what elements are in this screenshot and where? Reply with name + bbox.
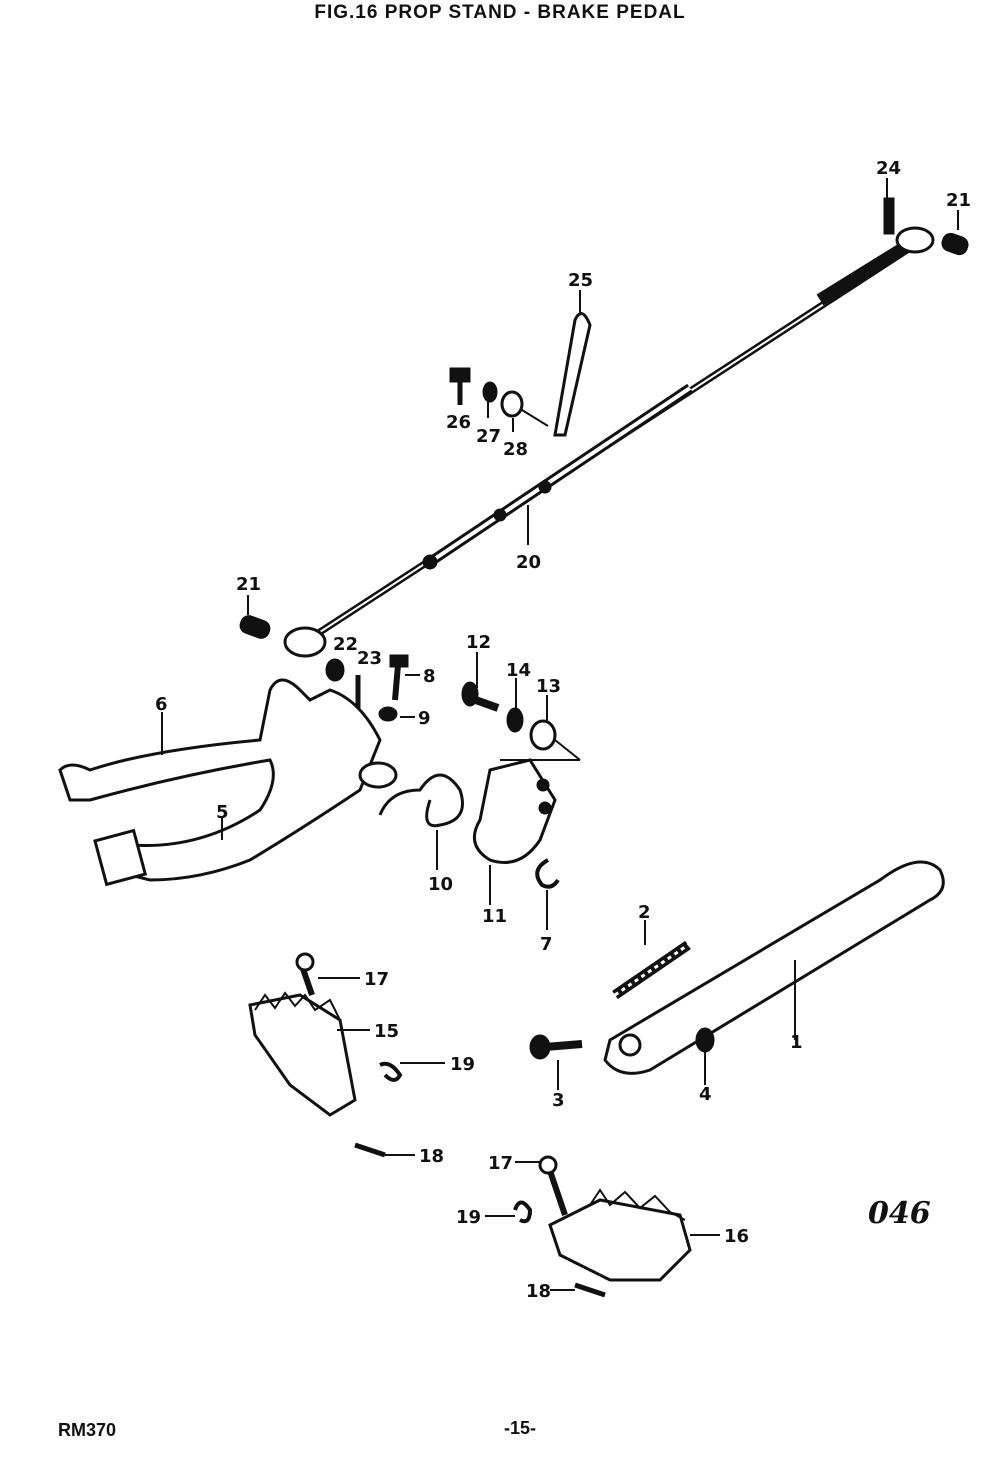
e-clip — [535, 858, 560, 889]
part-number-23: 23 — [357, 648, 382, 669]
part-number-10: 10 — [428, 874, 453, 895]
part-number-4: 4 — [699, 1084, 712, 1105]
leader-lines — [161, 178, 959, 1291]
cable-clip — [553, 312, 592, 437]
part-number-27: 27 — [476, 426, 501, 447]
footrest-right — [513, 1155, 692, 1298]
part-number-17-upper: 17 — [364, 969, 389, 990]
pivot-hardware — [461, 681, 557, 751]
part-number-24: 24 — [876, 158, 901, 179]
part-number-17-lower: 17 — [488, 1153, 513, 1174]
page-number: -15- — [503, 1418, 536, 1438]
part-number-26: 26 — [446, 412, 471, 433]
part-number-18-lower: 18 — [526, 1281, 551, 1302]
footrest-left — [248, 952, 403, 1158]
part-number-20: 20 — [516, 552, 541, 573]
prop-stand — [603, 860, 945, 1075]
figure-title: FIG.16 PROP STAND - BRAKE PEDAL — [314, 2, 686, 23]
brake-rod — [283, 226, 935, 658]
part-number-2: 2 — [638, 902, 651, 923]
part-number-19-lower: 19 — [456, 1207, 481, 1228]
part-number-18-upper: 18 — [419, 1146, 444, 1167]
part-number-8: 8 — [423, 666, 436, 687]
diagram-code: 046 — [868, 1196, 931, 1231]
part-number-16: 16 — [724, 1226, 749, 1247]
part-number-3: 3 — [552, 1090, 565, 1111]
part-number-28: 28 — [503, 439, 528, 460]
part-number-14: 14 — [506, 660, 531, 681]
part-number-15: 15 — [374, 1021, 399, 1042]
part-numbers: 1 2 3 4 5 6 7 8 9 10 11 12 13 14 15 16 1… — [155, 158, 971, 1302]
part-number-21-lower: 21 — [236, 574, 261, 595]
brake-lever-arm — [472, 758, 557, 864]
part-number-19-upper: 19 — [450, 1054, 475, 1075]
part-number-7: 7 — [540, 934, 553, 955]
part-number-12: 12 — [466, 632, 491, 653]
part-number-13: 13 — [536, 676, 561, 697]
part-number-25: 25 — [568, 270, 593, 291]
part-number-5: 5 — [216, 802, 229, 823]
pedal-small-hardware — [325, 654, 409, 722]
return-spring — [378, 773, 464, 828]
part-number-21-upper: 21 — [946, 190, 971, 211]
part-number-1: 1 — [790, 1032, 803, 1053]
part-number-11: 11 — [482, 906, 507, 927]
part-number-22: 22 — [333, 634, 358, 655]
clevis-pins — [239, 197, 969, 639]
prop-stand-pivot — [529, 1027, 715, 1060]
part-number-9: 9 — [418, 708, 431, 729]
model-code: RM370 — [58, 1420, 117, 1440]
brake-pedal — [58, 678, 398, 887]
prop-stand-spring — [612, 940, 691, 1000]
part-number-6: 6 — [155, 694, 168, 715]
